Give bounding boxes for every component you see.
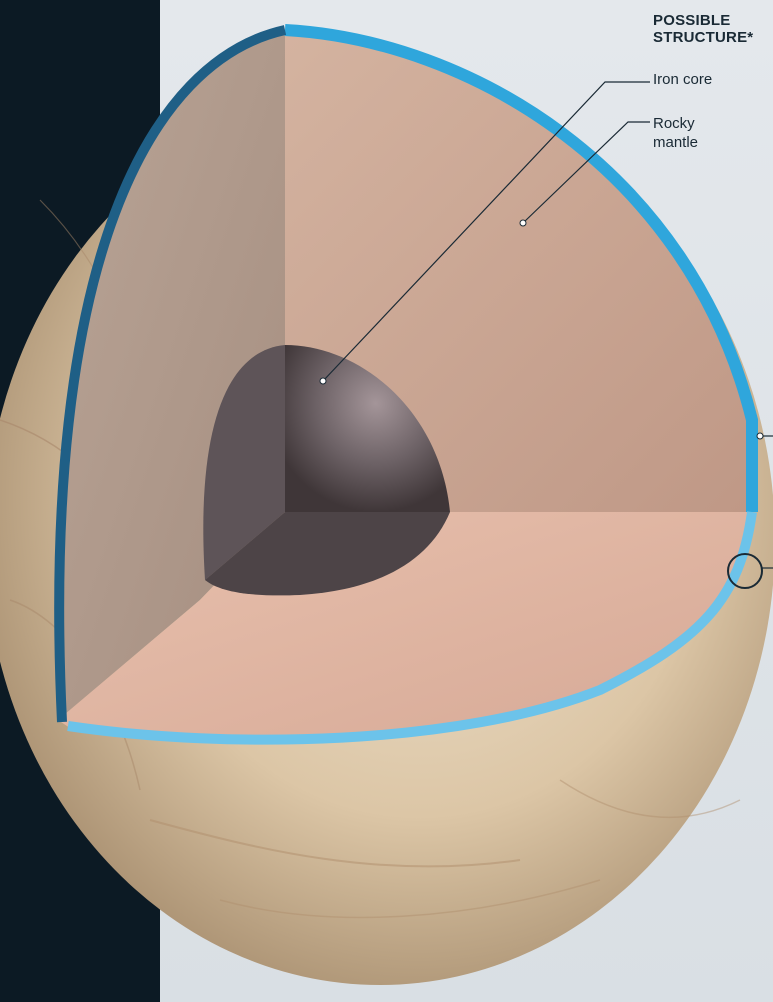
heading-line-1: POSSIBLE	[653, 12, 753, 29]
diagram-heading: POSSIBLE STRUCTURE*	[653, 12, 753, 46]
heading-line-2: STRUCTURE*	[653, 29, 753, 46]
ocean-marker-dot	[757, 433, 763, 439]
label-iron-core: Iron core	[653, 70, 712, 89]
mantle-marker-dot	[520, 220, 526, 226]
label-rocky-mantle-line-2: mantle	[653, 133, 753, 152]
label-rocky-mantle: Rocky mantle	[653, 114, 753, 152]
label-rocky-mantle-line-1: Rocky	[653, 114, 753, 133]
core-marker-dot	[320, 378, 326, 384]
